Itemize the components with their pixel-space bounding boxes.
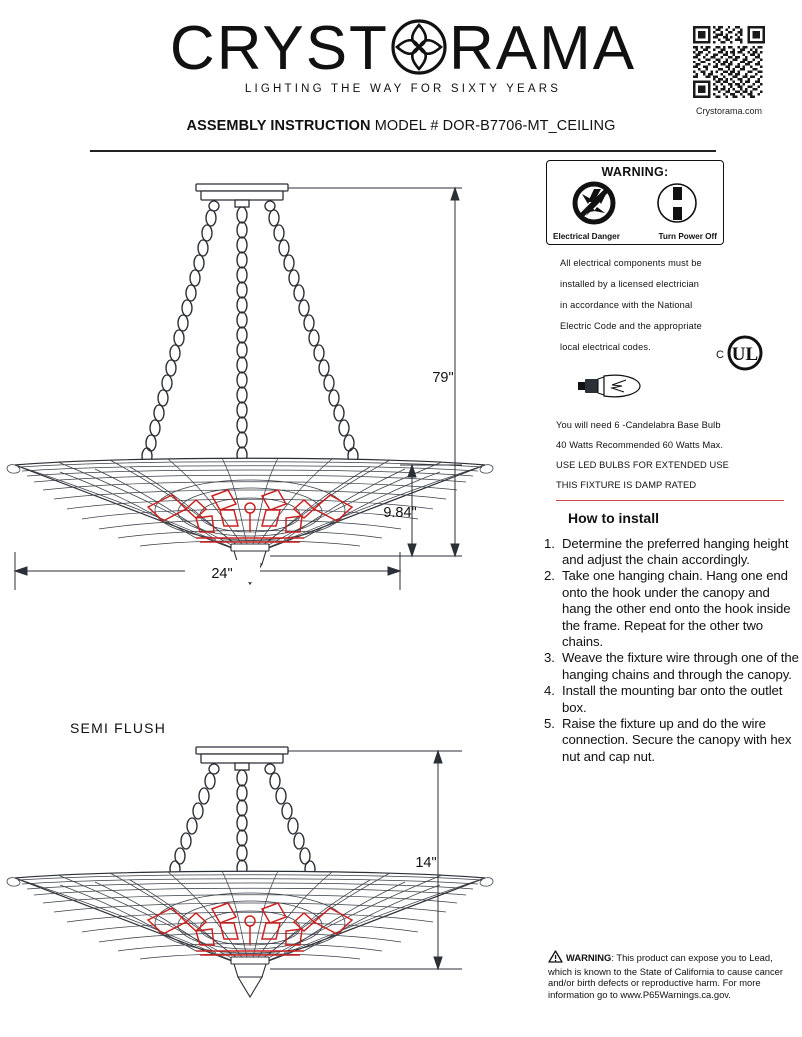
ul-c-prefix: C	[716, 349, 724, 362]
page-title-model: MODEL # DOR-B7706-MT_CEILING	[370, 118, 616, 134]
electrical-line-3: in accordance with the National	[560, 300, 693, 311]
list-item: 2. Take one hanging chain. Hang one end o…	[544, 568, 802, 650]
list-item: 4. Install the mounting bar onto the outl…	[544, 683, 802, 716]
brand-logo: CRYST RAMA LIGHTING THE WAY FOR SIXTY YE…	[170, 18, 634, 96]
bulb-line-4: THIS FIXTURE IS DAMP RATED	[556, 479, 697, 490]
quatrefoil-medallion-icon	[390, 18, 448, 81]
step-text: Weave the fixture wire through one of th…	[562, 650, 799, 682]
qr-code-block[interactable]: Crystorama.com	[686, 26, 772, 116]
warning-icons	[552, 180, 718, 231]
electrical-line-2: installed by a licensed electrician	[560, 279, 700, 290]
bulb-section-divider	[556, 499, 784, 501]
prop65-warning: WARNING: This product can expose you to …	[548, 950, 798, 1000]
bulb-specs-text: You will need 6 -Candelabra Base Bulb 40…	[532, 420, 802, 490]
step-number: 1.	[544, 535, 555, 551]
candelabra-bulb-icon	[574, 374, 646, 405]
electrical-line-4: Electric Code and the appropriate	[560, 321, 702, 332]
step-number: 3.	[544, 650, 555, 666]
drawings-column: 79" 9.84" 24" SEMI FLUSH	[0, 160, 500, 1020]
qr-code-caption: Crystorama.com	[695, 106, 762, 116]
install-heading: How to install	[568, 509, 659, 526]
page-header: CRYST RAMA LIGHTING THE WAY FOR SIXTY YE…	[0, 0, 802, 116]
step-text: Determine the preferred hanging height a…	[562, 535, 789, 567]
bulb-icon-wrap	[532, 371, 802, 406]
chandelier-width-label: 24"	[211, 566, 232, 582]
semi-flush-elevation-drawing	[6, 746, 494, 999]
title-divider	[90, 150, 716, 152]
power-switch-off-icon	[654, 180, 700, 231]
electrical-danger-label: Electrical Danger	[553, 232, 620, 241]
chandelier-shade-height-label: 9.84"	[383, 505, 416, 521]
electrical-requirements-text: All electrical components must be instal…	[532, 258, 802, 371]
semi-flush-label: SEMI FLUSH	[70, 720, 167, 736]
svg-text:UL: UL	[732, 344, 758, 365]
page-title: ASSEMBLY INSTRUCTION MODEL # DOR-B7706-M…	[0, 118, 802, 134]
step-text: Take one hanging chain. Hang one end ont…	[562, 568, 791, 649]
prop65-body: : This product can expose you to Lead, w…	[548, 952, 784, 1000]
prop65-text: WARNING: This product can expose you to …	[548, 950, 798, 1000]
list-item: 1. Determine the preferred hanging height…	[544, 536, 802, 569]
install-steps-list: 1. Determine the preferred hanging height…	[544, 536, 802, 766]
ul-listed-icon: UL	[726, 334, 764, 377]
step-number: 5.	[544, 716, 555, 732]
bulb-line-1: You will need 6 -Candelabra Base Bulb	[556, 419, 721, 430]
brand-name-part1: CRYST	[169, 14, 389, 83]
prop65-title: WARNING	[566, 952, 612, 963]
electrical-line-1: All electrical components must be	[560, 258, 702, 268]
warning-triangle-icon	[548, 950, 563, 966]
semi-flush-height-label: 14"	[415, 855, 436, 871]
chandelier-width-dimension: 24"	[13, 552, 402, 590]
list-item: 3. Weave the fixture wire through one of …	[544, 650, 802, 683]
bulb-line-2: 40 Watts Recommended 60 Watts Max.	[556, 439, 724, 450]
qr-code-icon[interactable]	[693, 26, 765, 102]
step-text: Raise the fixture up and do the wire con…	[562, 716, 792, 764]
bulb-line-3: USE LED BULBS FOR EXTENDED USE	[556, 459, 729, 470]
brand-tagline: LIGHTING THE WAY FOR SIXTY YEARS	[244, 83, 562, 95]
no-electrical-shock-icon	[571, 180, 617, 231]
step-text: Install the mounting bar onto the outlet…	[562, 683, 783, 715]
chandelier-dimensions: 79" 9.84"	[270, 186, 462, 558]
info-column: WARNING:	[532, 160, 802, 765]
turn-power-off-label: Turn Power Off	[658, 232, 717, 241]
semi-flush-dimension: 14"	[270, 749, 462, 971]
step-number: 2.	[544, 568, 555, 584]
brand-name-part2: RAMA	[448, 14, 637, 83]
warning-labels: Electrical Danger Turn Power Off	[552, 232, 718, 241]
page-title-bold: ASSEMBLY INSTRUCTION	[186, 118, 371, 134]
electrical-warning-box: WARNING:	[546, 160, 724, 245]
brand-logo-row: CRYST RAMA	[170, 18, 634, 81]
electrical-line-5: local electrical codes.	[560, 342, 651, 353]
chandelier-height-label: 79"	[432, 370, 453, 386]
ul-listed-mark: C UL	[716, 334, 764, 377]
warning-heading: WARNING:	[601, 165, 669, 179]
list-item: 5. Raise the fixture up and do the wire c…	[544, 716, 802, 765]
step-number: 4.	[544, 683, 555, 699]
